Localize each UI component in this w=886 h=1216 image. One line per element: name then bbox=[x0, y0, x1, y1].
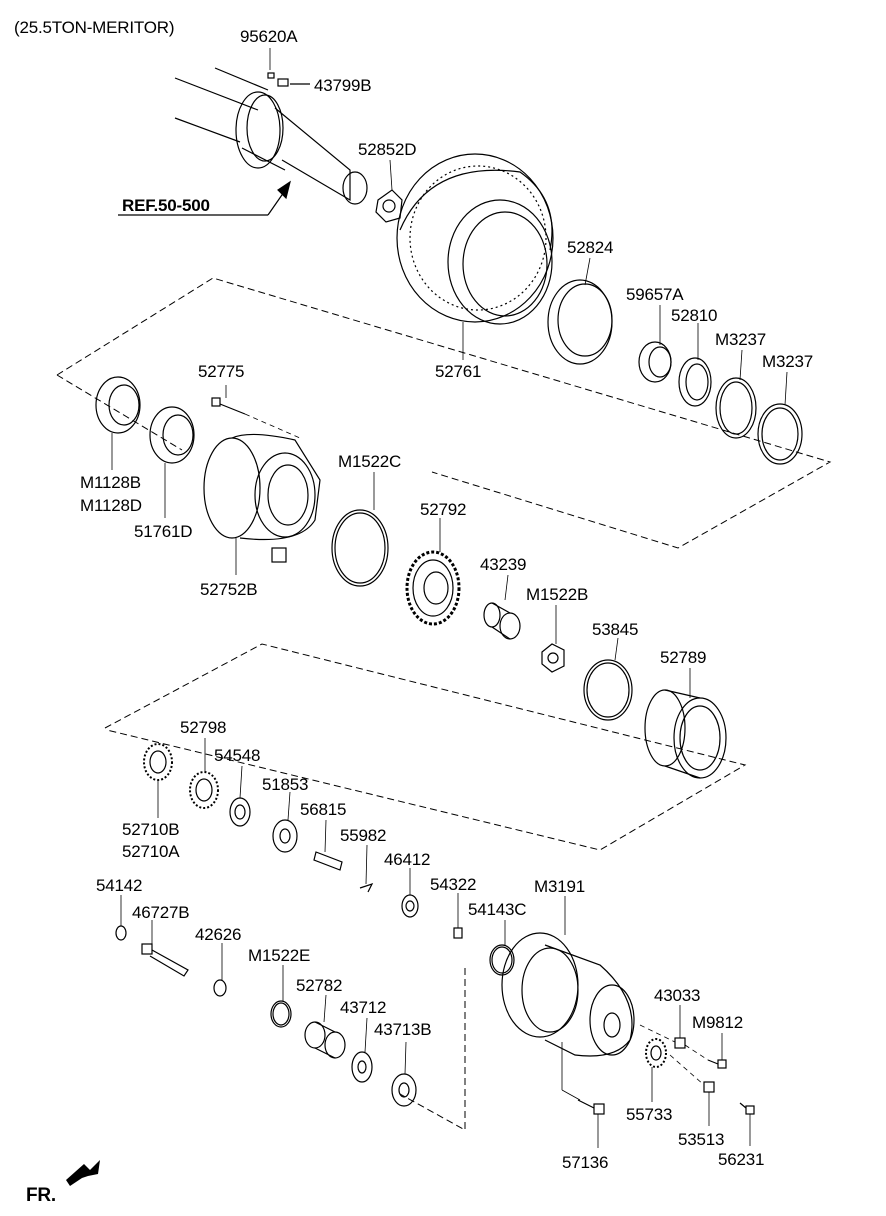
bearing-59657A bbox=[638, 341, 672, 383]
axle-spindle bbox=[174, 67, 368, 205]
part-label[interactable]: 52824 bbox=[567, 238, 614, 257]
nut-M1522B bbox=[541, 643, 565, 673]
nut-52852D bbox=[375, 189, 403, 223]
clip-55982 bbox=[359, 882, 374, 893]
brake-drum-52761 bbox=[396, 153, 554, 325]
pin-54322 bbox=[453, 927, 463, 939]
o-ring-M1522E bbox=[270, 1000, 292, 1028]
plug-53513 bbox=[703, 1081, 715, 1093]
bolt-57136 bbox=[577, 1099, 605, 1115]
plug-43033 bbox=[674, 1037, 686, 1049]
ref-label[interactable]: REF.50-500 bbox=[122, 196, 210, 215]
part-label[interactable]: M1522B bbox=[526, 585, 589, 604]
part-label[interactable]: 59657A bbox=[626, 285, 684, 304]
planet-gear-52798 bbox=[189, 771, 219, 809]
bolt-46727B bbox=[141, 943, 189, 977]
part-label[interactable]: M1128D bbox=[80, 496, 142, 515]
planet-gear-52710B bbox=[143, 743, 173, 781]
assembly-dash-lines bbox=[639, 1024, 709, 1086]
part-label[interactable]: 43239 bbox=[480, 555, 527, 574]
pin-95620A bbox=[267, 72, 275, 79]
part-label[interactable]: M1522E bbox=[248, 946, 311, 965]
o-ring-M1522C bbox=[331, 509, 389, 587]
part-label[interactable]: M3237 bbox=[762, 352, 813, 371]
clip-43799B bbox=[277, 78, 310, 87]
part-label[interactable]: 42626 bbox=[195, 925, 242, 944]
ring-M3237-a bbox=[715, 377, 757, 439]
part-label[interactable]: 51761D bbox=[134, 522, 193, 541]
ring-gear-52789 bbox=[644, 689, 727, 779]
part-label[interactable]: 46412 bbox=[384, 850, 431, 869]
part-label[interactable]: 52798 bbox=[180, 718, 227, 737]
pin-56815 bbox=[313, 851, 343, 871]
part-label[interactable]: 56231 bbox=[718, 1150, 765, 1169]
part-label[interactable]: 54548 bbox=[214, 746, 261, 765]
bushing-52782 bbox=[304, 1021, 346, 1059]
part-label[interactable]: 52710A bbox=[122, 842, 180, 861]
part-label[interactable]: 52710B bbox=[122, 820, 180, 839]
ring-M3237-b bbox=[757, 403, 803, 465]
part-label[interactable]: 55733 bbox=[626, 1105, 673, 1124]
bearing-M1128B bbox=[95, 376, 141, 434]
ring-42626 bbox=[213, 979, 227, 997]
dashed-group-outline-lower bbox=[104, 643, 747, 1131]
part-label[interactable]: 54142 bbox=[96, 876, 143, 895]
ring-52824 bbox=[547, 279, 613, 365]
washer-46412 bbox=[401, 894, 419, 918]
part-label[interactable]: 52852D bbox=[358, 140, 417, 159]
part-label[interactable]: 56815 bbox=[300, 800, 347, 819]
bolt-52775 bbox=[211, 397, 301, 439]
variant-title: (25.5TON-MERITOR) bbox=[14, 18, 175, 37]
part-label[interactable]: 51853 bbox=[262, 775, 309, 794]
part-label[interactable]: 95620A bbox=[240, 27, 298, 46]
part-label[interactable]: 54143C bbox=[468, 900, 527, 919]
washer-43713B bbox=[391, 1073, 417, 1107]
gear-55733 bbox=[645, 1038, 667, 1068]
front-direction-arrow bbox=[66, 1160, 100, 1186]
part-label[interactable]: 43799B bbox=[314, 76, 372, 95]
part-label[interactable]: 57136 bbox=[562, 1153, 609, 1172]
part-label[interactable]: 52752B bbox=[200, 580, 258, 599]
front-direction-label: FR. bbox=[26, 1185, 57, 1206]
part-label[interactable]: 46727B bbox=[132, 903, 190, 922]
part-label[interactable]: M3237 bbox=[715, 330, 766, 349]
washer-43712 bbox=[351, 1051, 373, 1083]
part-label[interactable]: 43713B bbox=[374, 1020, 432, 1039]
leader-lines bbox=[111, 48, 788, 1148]
part-label[interactable]: 52789 bbox=[660, 648, 707, 667]
bushing-43239 bbox=[483, 602, 521, 640]
part-label[interactable]: M9812 bbox=[692, 1013, 743, 1032]
part-label[interactable]: 53845 bbox=[592, 620, 639, 639]
ring-54143C bbox=[489, 944, 515, 976]
dashed-group-outline-upper bbox=[56, 277, 832, 549]
planetary-housing-M3191 bbox=[501, 932, 635, 1057]
part-label[interactable]: 43033 bbox=[654, 986, 701, 1005]
washer-54548 bbox=[229, 797, 251, 827]
seal-52810 bbox=[678, 357, 712, 407]
part-label[interactable]: 43712 bbox=[340, 998, 387, 1017]
bearing-51761D bbox=[149, 406, 195, 464]
part-label[interactable]: M1522C bbox=[338, 452, 402, 471]
hub-52752B bbox=[203, 433, 321, 563]
bolt-56231 bbox=[739, 1102, 755, 1115]
part-label[interactable]: 52810 bbox=[671, 306, 718, 325]
part-label[interactable]: 52782 bbox=[296, 976, 343, 995]
part-label[interactable]: 53513 bbox=[678, 1130, 725, 1149]
part-label[interactable]: M3191 bbox=[534, 877, 585, 896]
part-label[interactable]: 55982 bbox=[340, 826, 387, 845]
ring-53845 bbox=[583, 659, 633, 721]
washer-51853 bbox=[272, 819, 298, 853]
ring-54142 bbox=[115, 925, 127, 941]
part-label[interactable]: 52792 bbox=[420, 500, 467, 519]
part-label[interactable]: 52761 bbox=[435, 362, 482, 381]
gear-52792 bbox=[405, 550, 461, 626]
part-label[interactable]: 54322 bbox=[430, 875, 477, 894]
ref-arrow bbox=[118, 180, 291, 216]
bolt-M9812 bbox=[707, 1059, 727, 1069]
part-label[interactable]: M1128B bbox=[80, 473, 141, 492]
part-label[interactable]: 52775 bbox=[198, 362, 245, 381]
